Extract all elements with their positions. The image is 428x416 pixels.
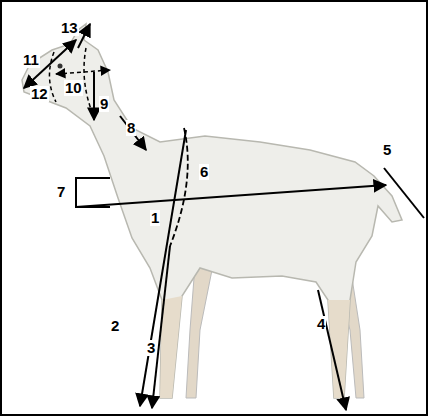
callout-number: 11 [22,52,40,68]
measure-arrow [318,290,346,410]
callout-number: 1 [150,210,160,226]
callout-number: 4 [316,316,326,332]
measure-line [384,168,424,218]
callout-number: 6 [199,164,209,180]
callout-number: 5 [382,142,392,158]
bracket [76,178,110,207]
goat-eye [58,64,63,69]
callout-number: 8 [126,120,136,136]
measure-arrow [152,246,170,408]
callout-number: 10 [64,80,83,96]
measure-arrow [140,130,186,406]
goat-leg [160,296,350,398]
measure-arrow [78,24,90,48]
measure-arrow [93,72,95,120]
dashed-girth [170,128,188,246]
measure-arrow [56,70,110,74]
callout-number: 2 [110,318,120,334]
callout-number: 13 [60,20,79,36]
callout-number: 7 [56,184,66,200]
callout-number: 9 [99,96,109,112]
callout-number: 12 [30,86,49,102]
callout-number: 3 [146,340,156,356]
measure-arrow [120,116,146,150]
goat-body [22,24,402,398]
dashed-boundary [84,48,92,112]
measure-arrow [76,185,386,207]
